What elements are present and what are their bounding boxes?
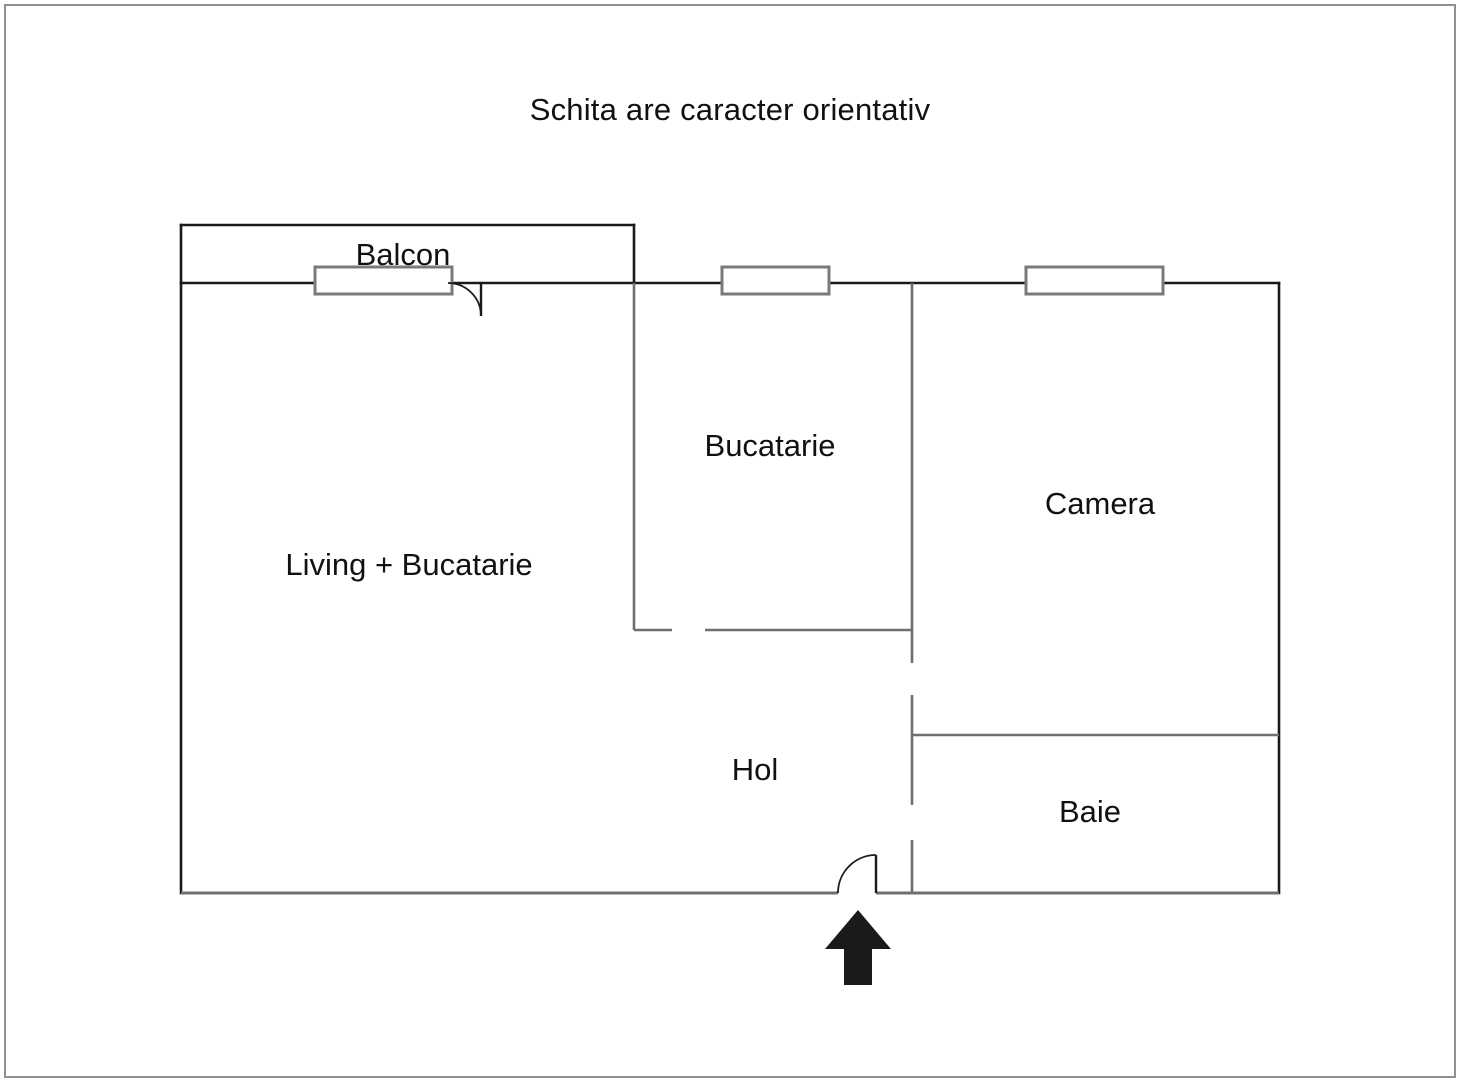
door-entrance-swing-arc (837, 854, 877, 894)
door-entrance (837, 854, 878, 894)
room-label-bucatarie: Bucatarie (704, 428, 836, 463)
room-label-balcon: Balcon (355, 237, 451, 272)
window-balcony (313, 265, 454, 296)
page-title: Schita are caracter orientativ (529, 92, 931, 127)
door-balcony-swing-arc (447, 282, 482, 317)
interior-walls (632, 283, 1279, 893)
door-balcony (447, 282, 483, 317)
room-label-hol: Hol (731, 752, 779, 787)
arrow-shape (825, 910, 891, 985)
windows (313, 265, 1165, 296)
entrance-direction-arrow (825, 910, 891, 985)
room-label-camera: Camera (1044, 486, 1156, 521)
room-label-living: Living + Bucatarie (285, 547, 533, 582)
window-bedroom (1024, 265, 1165, 296)
window-kitchen (720, 265, 831, 296)
room-label-baie: Baie (1058, 794, 1122, 829)
